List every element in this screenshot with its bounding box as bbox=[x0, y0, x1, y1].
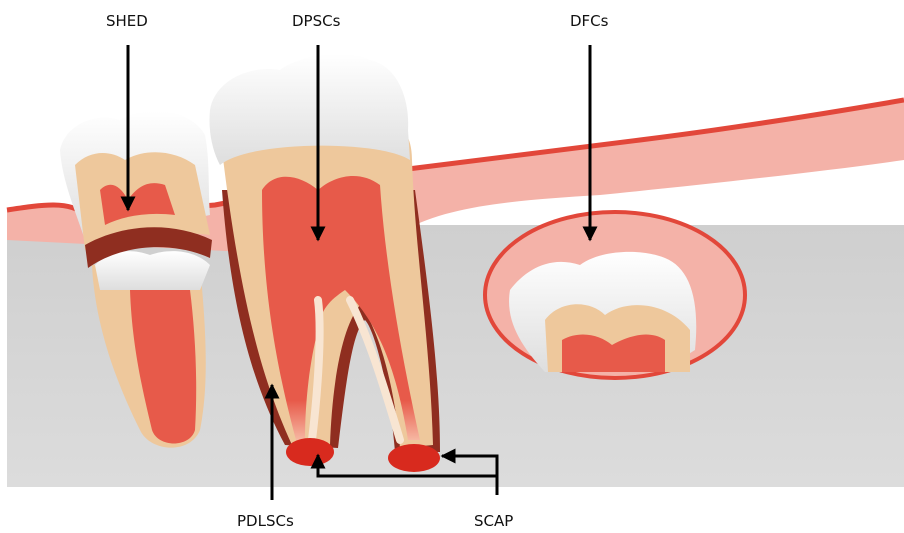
label-dpscs: DPSCs bbox=[292, 12, 340, 30]
tooth-germ-icon bbox=[485, 212, 745, 378]
label-shed: SHED bbox=[106, 12, 148, 30]
apical-papilla-right bbox=[388, 444, 440, 472]
apical-papilla-left bbox=[286, 438, 334, 466]
permanent-germ-enamel bbox=[95, 251, 210, 290]
label-pdlscs: PDLSCs bbox=[237, 512, 294, 530]
label-scap: SCAP bbox=[474, 512, 513, 530]
label-dfcs: DFCs bbox=[570, 12, 608, 30]
